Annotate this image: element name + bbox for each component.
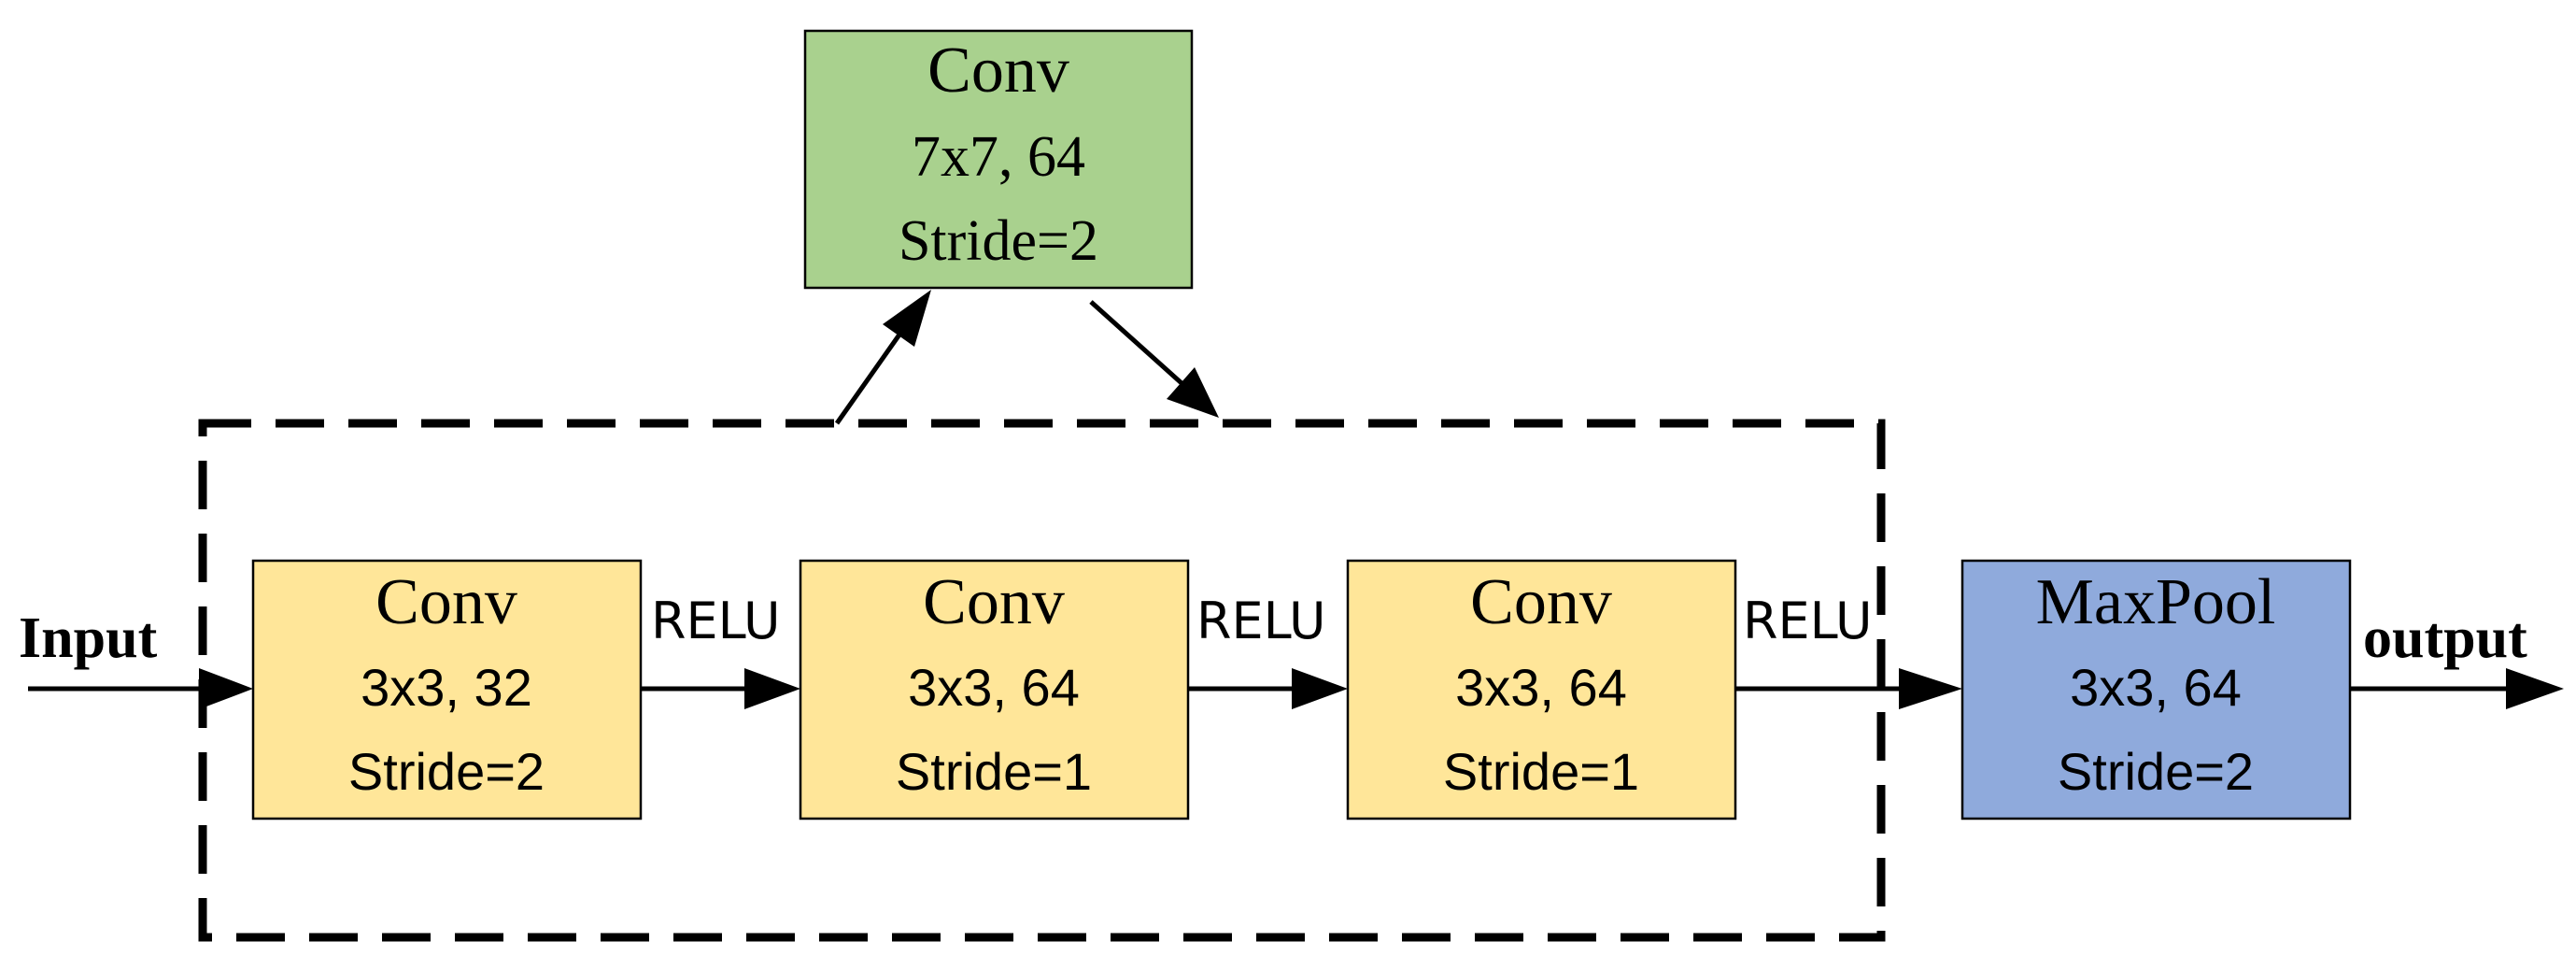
relu-label-3: RELU	[1743, 592, 1873, 650]
conv1-size: 3x3, 32	[361, 658, 532, 717]
top-conv-stride: Stride=2	[899, 209, 1098, 273]
conv2-to-conv3-arrow	[1188, 668, 1348, 709]
conv3-size: 3x3, 64	[1455, 658, 1627, 717]
conv2-size: 3x3, 64	[908, 658, 1080, 717]
maxpool-box	[1960, 559, 2352, 820]
top-conv-title: Conv	[927, 35, 1069, 107]
top-conv-size: 7x7, 64	[912, 125, 1085, 189]
branch-down-arrow	[1089, 300, 1219, 418]
conv1-node: Conv 3x3, 32 Stride=2	[251, 559, 643, 820]
input-label: Input	[19, 606, 158, 670]
conv1-stride: Stride=2	[348, 742, 545, 801]
relu-label-1: RELU	[651, 592, 781, 650]
top-conv-box	[803, 29, 1194, 290]
conv2-box	[799, 559, 1190, 820]
branch-up-arrow	[834, 290, 931, 425]
maxpool-node: MaxPool 3x3, 64 Stride=2	[1960, 559, 2352, 820]
conv1-title: Conv	[375, 566, 517, 638]
conv2-stride: Stride=1	[896, 742, 1092, 801]
output-arrow	[2350, 668, 2564, 709]
conv3-node: Conv 3x3, 64 Stride=1	[1346, 559, 1737, 820]
input-arrow	[28, 668, 253, 709]
maxpool-title: MaxPool	[2036, 566, 2276, 638]
conv2-node: Conv 3x3, 64 Stride=1	[799, 559, 1190, 820]
conv2-title: Conv	[923, 566, 1065, 638]
conv3-box	[1346, 559, 1737, 820]
conv1-to-conv2-arrow	[641, 668, 800, 709]
top-conv-node: Conv 7x7, 64 Stride=2	[803, 29, 1194, 290]
conv3-stride: Stride=1	[1443, 742, 1639, 801]
maxpool-size: 3x3, 64	[2070, 658, 2242, 717]
output-label: output	[2363, 606, 2527, 670]
conv1-box	[251, 559, 643, 820]
maxpool-stride: Stride=2	[2058, 742, 2254, 801]
relu-label-2: RELU	[1196, 592, 1326, 650]
conv3-to-maxpool-arrow	[1735, 668, 1962, 709]
conv3-title: Conv	[1470, 566, 1612, 638]
